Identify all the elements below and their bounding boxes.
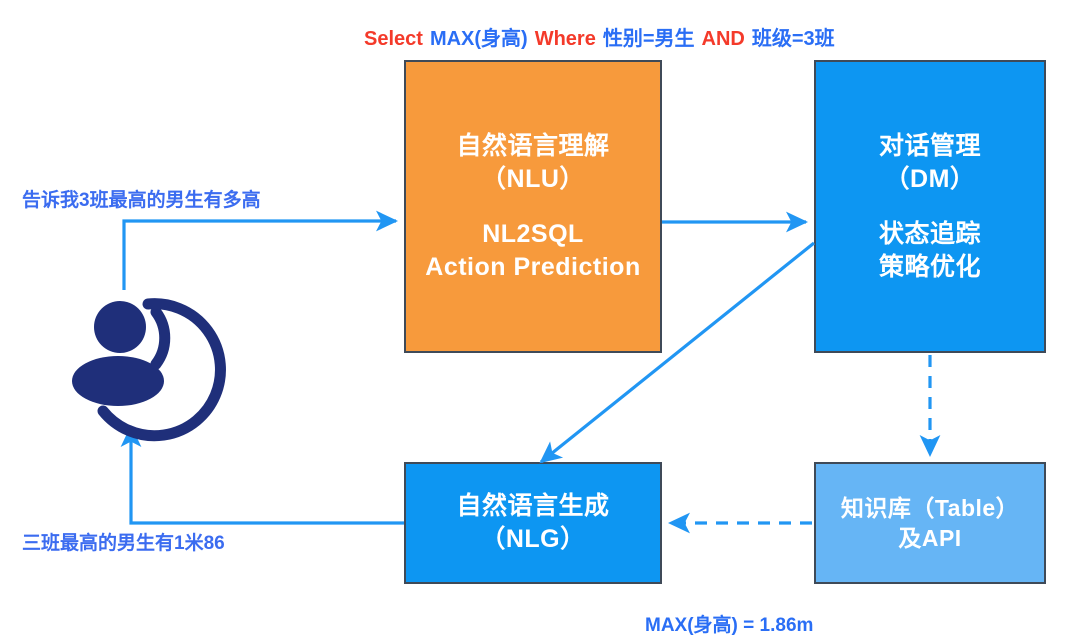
result-caption: MAX(身高) = 1.86m <box>645 615 814 636</box>
user-speaking-icon <box>72 298 226 442</box>
node-kb-title-cn: 知识库（Table） <box>840 494 1020 521</box>
node-nlu-detail-1: NL2SQL <box>482 219 584 248</box>
sql-keyword-where: Where <box>534 28 596 50</box>
node-dm-detail-1: 状态追踪 <box>878 219 981 248</box>
node-nlu-title-en: （NLU） <box>481 164 585 193</box>
node-dm-detail-2: 策略优化 <box>878 252 981 281</box>
sql-value-max: MAX(身高) <box>429 28 528 50</box>
user-answer-label: 三班最高的男生有1米86 <box>22 533 225 554</box>
sql-query-caption: Select MAX(身高) Where 性别=男生 AND 班级=3班 <box>364 22 835 51</box>
sql-keyword-select: Select <box>364 28 423 50</box>
sql-value-gender: 性别=男生 <box>602 28 695 50</box>
node-dm-title-en: （DM） <box>884 164 976 193</box>
node-nlu-detail-2: Action Prediction <box>425 252 641 281</box>
node-dm-title-cn: 对话管理 <box>878 131 981 160</box>
node-nlg-title-en: （NLG） <box>480 525 586 553</box>
node-nlg[interactable]: 自然语言生成 （NLG） <box>404 462 662 584</box>
arrow-user-to-nlu <box>122 210 398 290</box>
arrow-nlg-to-user <box>120 425 404 525</box>
node-nlg-title-cn: 自然语言生成 <box>456 492 610 520</box>
sql-value-class: 班级=3班 <box>751 28 835 50</box>
node-nlu-title-cn: 自然语言理解 <box>456 131 610 160</box>
node-knowledge-base[interactable]: 知识库（Table） 及API <box>814 462 1046 584</box>
node-dm[interactable]: 对话管理 （DM） 状态追踪 策略优化 <box>814 60 1046 353</box>
node-nlu[interactable]: 自然语言理解 （NLU） NL2SQL Action Prediction <box>404 60 662 353</box>
user-query-label: 告诉我3班最高的男生有多高 <box>22 190 261 211</box>
node-kb-title-en: 及API <box>898 525 962 551</box>
sql-keyword-and: AND <box>701 28 745 50</box>
